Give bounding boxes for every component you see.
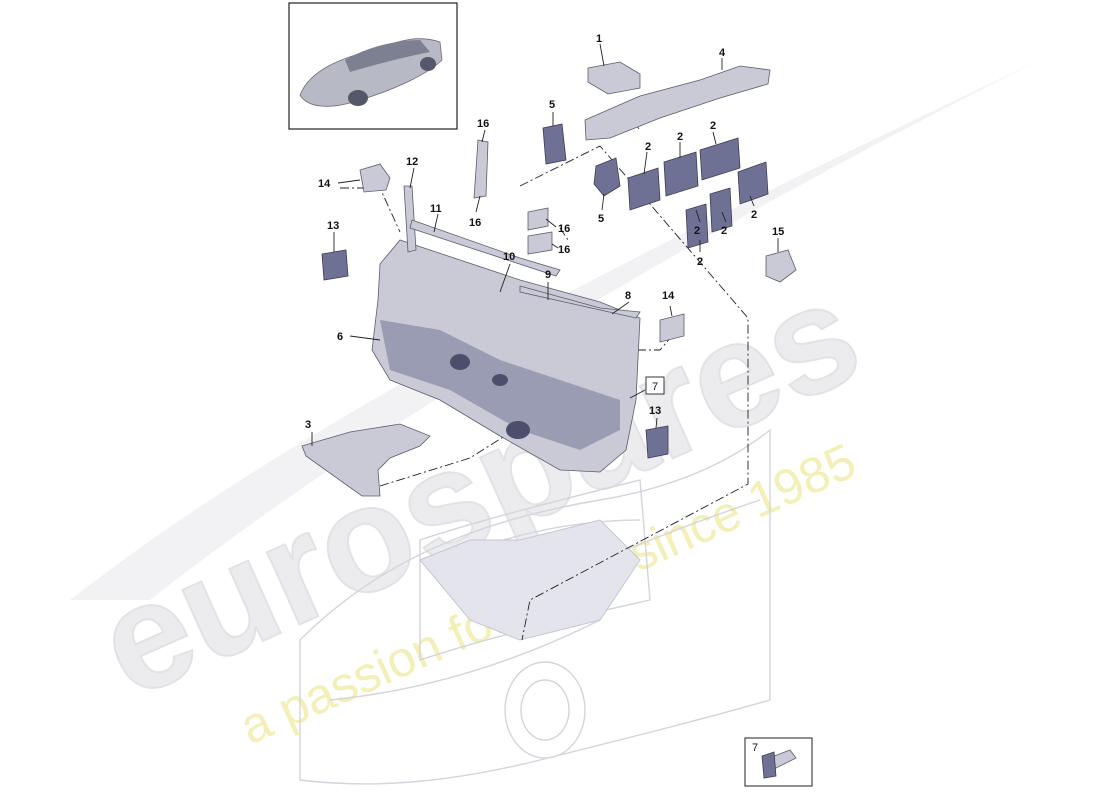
callout-7: 7 <box>652 381 658 393</box>
part-3 <box>301 423 431 497</box>
part-1 <box>587 61 641 95</box>
callout-4: 4 <box>719 47 726 59</box>
pad-2-b <box>663 151 699 197</box>
part-12 <box>403 185 417 253</box>
callout-1: 1 <box>596 33 602 45</box>
pad-2-f <box>737 161 769 205</box>
pad-2-a <box>627 167 661 211</box>
callout-2-c: 2 <box>710 120 716 132</box>
callout-8: 8 <box>625 290 631 302</box>
callouts: 1 4 5 16 2 2 2 12 14 16 5 2 2 2 11 16 13… <box>305 33 784 431</box>
legend-7: 7 <box>744 737 813 787</box>
part-15 <box>765 249 797 283</box>
pad-2-e <box>709 187 733 233</box>
part-14-top <box>359 163 391 193</box>
part-13-right <box>645 425 669 459</box>
pad-2-c <box>699 137 741 181</box>
callout-2-g: 2 <box>697 256 703 268</box>
callout-16-right-a: 16 <box>558 223 570 235</box>
part-16-small-b <box>527 231 553 255</box>
part-16-strip <box>473 139 489 199</box>
part-9 <box>519 285 641 319</box>
part-13-left <box>321 249 349 281</box>
bulkhead-hole-a <box>450 354 470 370</box>
callout-9: 9 <box>545 269 551 281</box>
screw-7-head <box>761 751 777 779</box>
callout-2-e: 2 <box>721 225 727 237</box>
pad-2-d <box>685 203 709 249</box>
part-16-small-a <box>527 207 549 231</box>
callout-11: 11 <box>430 203 442 215</box>
callout-5-lower: 5 <box>598 213 604 225</box>
callout-2-a: 2 <box>645 141 651 153</box>
callout-13-left: 13 <box>327 220 339 232</box>
bulkhead-hole-b <box>506 421 530 439</box>
callout-16-mid: 16 <box>469 217 481 229</box>
callout-13-right: 13 <box>649 405 661 417</box>
part-14-right <box>659 313 685 343</box>
part-11 <box>409 219 561 277</box>
callout-5-top: 5 <box>549 99 555 111</box>
callout-14-top: 14 <box>318 178 331 190</box>
callout-10: 10 <box>503 251 515 263</box>
part-5-lower <box>593 157 621 197</box>
callout-16-right-b: 16 <box>558 244 570 256</box>
part-5-top <box>542 123 567 165</box>
callout-2-b: 2 <box>677 131 683 143</box>
callout-2-d: 2 <box>694 225 700 237</box>
callout-2-f: 2 <box>751 209 757 221</box>
callout-7-box <box>645 376 665 395</box>
parts <box>301 61 797 779</box>
part-4 <box>584 65 771 141</box>
legend-7-label: 7 <box>752 742 758 754</box>
car-thumbnail <box>288 2 458 130</box>
callout-6: 6 <box>337 331 343 343</box>
leader-lines <box>311 43 779 446</box>
callout-14-right: 14 <box>662 290 675 302</box>
callout-15: 15 <box>772 226 784 238</box>
callout-16-top: 16 <box>477 118 489 130</box>
callout-3: 3 <box>305 419 311 431</box>
bulkhead-hole-c <box>492 374 508 386</box>
callout-12: 12 <box>406 156 418 168</box>
watermark-swoosh <box>70 60 1040 600</box>
